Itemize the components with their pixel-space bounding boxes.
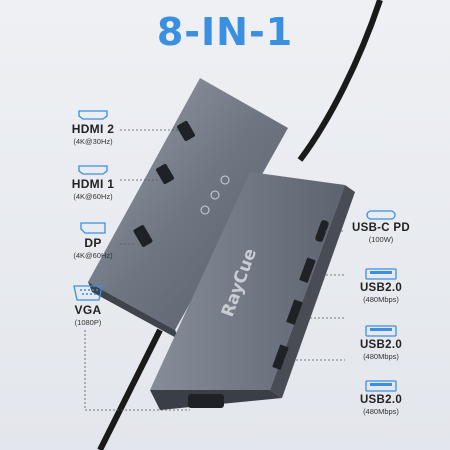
displayport-icon: [80, 222, 106, 234]
hdmi-port-1: [156, 163, 174, 185]
usb-a-icon: [365, 380, 397, 392]
label-usb-c-pd: USB-C PD (100W): [342, 210, 420, 244]
port-spec: (1080P): [74, 318, 102, 327]
usb-c-port: [315, 220, 329, 242]
label-usb-a-1: USB2.0 (480Mbps): [342, 268, 420, 304]
port-name: USB2.0: [359, 339, 403, 351]
port-name: USB2.0: [359, 394, 403, 406]
port-spec: (4K@60Hz): [73, 251, 113, 260]
port-spec: (480Mbps): [363, 407, 399, 416]
usb-a-icon: [365, 325, 397, 337]
hdmi-port-2: [177, 120, 195, 142]
usb-c-icon: [366, 210, 396, 220]
usb-a-icon: [365, 268, 397, 280]
port-name: USB2.0: [359, 282, 403, 294]
port-spec: (480Mbps): [363, 352, 399, 361]
port-name: HDMI 1: [71, 177, 115, 191]
usb-a-port-3: [272, 344, 289, 370]
port-name: DP: [84, 236, 102, 250]
hdmi-icon: [78, 110, 108, 120]
port-spec: (480Mbps): [363, 295, 399, 304]
label-usb-a-3: USB2.0 (480Mbps): [342, 380, 420, 416]
port-name: HDMI 2: [71, 122, 115, 136]
port-name: VGA: [74, 303, 102, 317]
cable: [297, 0, 383, 162]
label-hdmi-2: HDMI 2 (4K@30Hz): [60, 110, 126, 146]
vga-icon: [73, 285, 103, 301]
vga-port: [188, 394, 224, 408]
usb-a-port-2: [286, 299, 303, 325]
hdmi-icon: [78, 165, 108, 175]
cable-bottom: [97, 328, 163, 450]
label-hdmi-1: HDMI 1 (4K@60Hz): [60, 165, 126, 201]
port-name: USB-C PD: [352, 222, 410, 234]
dp-port: [133, 225, 153, 247]
label-dp: DP (4K@60Hz): [60, 222, 126, 260]
port-spec: (4K@30Hz): [73, 137, 113, 146]
label-vga: VGA (1080P): [55, 285, 121, 327]
product-title: 8-IN-1: [156, 10, 294, 54]
front-hub: RayCue: [150, 172, 355, 410]
port-spec: (4K@60Hz): [73, 192, 113, 201]
usb-a-port-1: [299, 257, 316, 283]
label-usb-a-2: USB2.0 (480Mbps): [342, 325, 420, 361]
port-spec: (100W): [368, 235, 394, 244]
back-hub: [88, 78, 288, 340]
